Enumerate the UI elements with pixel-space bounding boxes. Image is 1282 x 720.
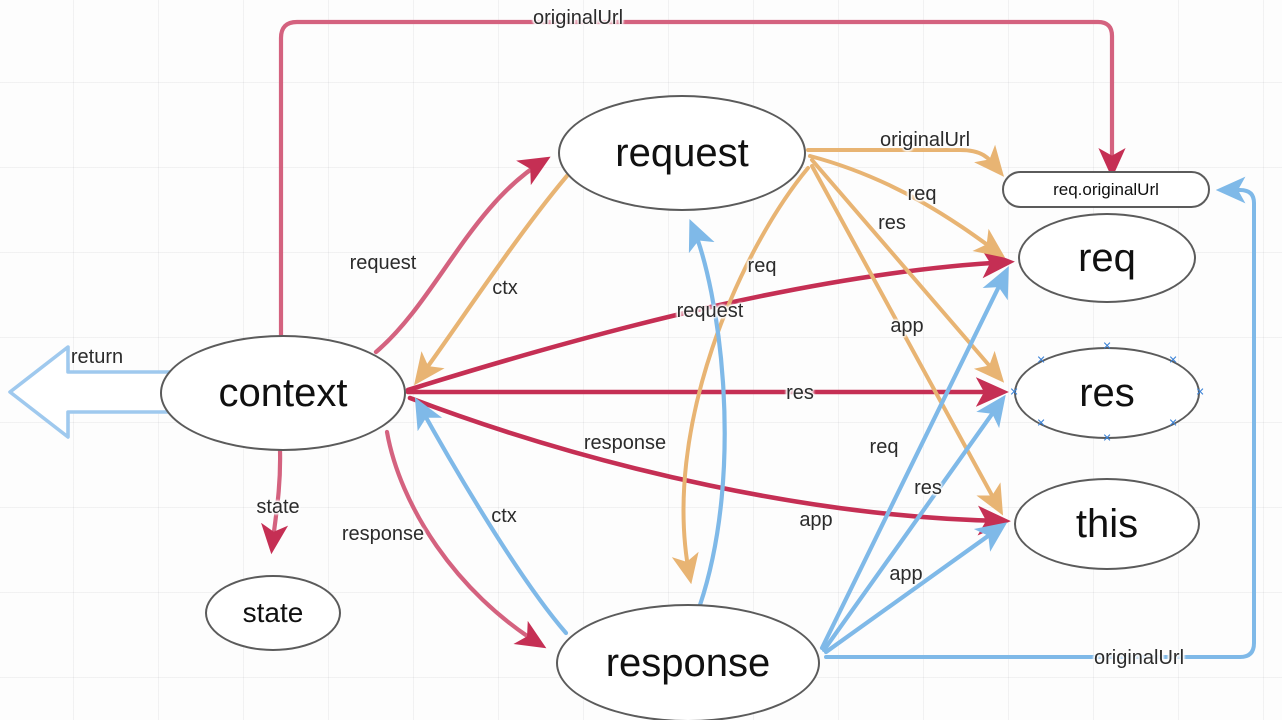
edge-context-response[interactable] (384, 429, 547, 649)
selection-handle-nw[interactable]: ✕ (1036, 354, 1046, 367)
edge-label-context-res: res (786, 382, 814, 404)
edge-label-request-originalurl: originalUrl (879, 129, 971, 151)
edge-label-context-response: response (341, 523, 425, 545)
edge-context-this[interactable] (407, 395, 1011, 536)
node-label-this: this (1075, 502, 1139, 546)
node-label-context: context (218, 371, 348, 415)
node-label-res: res (1079, 371, 1135, 415)
selection-handle-w[interactable]: ✕ (1009, 386, 1019, 399)
edge-label-return: return (70, 346, 124, 368)
edge-request-res[interactable] (810, 158, 1005, 383)
node-label-req-originalurl: req.originalUrl (1053, 180, 1159, 199)
selection-handle-s[interactable]: ✕ (1102, 432, 1112, 445)
node-request[interactable]: request (558, 95, 806, 211)
node-label-request: request (615, 131, 749, 175)
edge-label-context-req: req (747, 255, 777, 277)
edge-response-originalUrl[interactable] (824, 176, 1256, 659)
node-this[interactable]: this (1014, 478, 1200, 570)
selection-handle-e[interactable]: ✕ (1195, 386, 1205, 399)
edge-label-context-state: state (256, 496, 300, 518)
edge-context-req[interactable] (405, 248, 1015, 393)
edge-label-request-req: req (907, 183, 937, 205)
node-res[interactable]: res (1014, 347, 1200, 439)
edge-response-request[interactable] (688, 219, 727, 608)
edge-label-response-app: app (889, 563, 923, 585)
edge-context-originalUrl-top[interactable] (278, 19, 1126, 343)
edge-label-originalurl-bottom: originalUrl (1093, 647, 1185, 669)
node-req[interactable]: req (1018, 213, 1196, 303)
selection-handle-ne[interactable]: ✕ (1168, 354, 1178, 367)
edge-label-request-app: app (890, 315, 924, 337)
edge-response-res[interactable] (821, 394, 1006, 653)
node-state[interactable]: state (205, 575, 341, 651)
edge-label-originalurl-top: originalUrl (532, 7, 624, 29)
node-response[interactable]: response (556, 604, 820, 720)
node-context[interactable]: context (160, 335, 406, 451)
edge-label-request-res: res (878, 212, 906, 234)
edge-label-response-res: res (914, 477, 942, 499)
edge-label-ctx-request: ctx (492, 277, 518, 299)
edge-label-context-this: app (799, 509, 833, 531)
edge-response-req[interactable] (819, 266, 1009, 651)
edge-request-reqUrl[interactable] (806, 144, 1005, 177)
edge-request-context-ctx[interactable] (414, 167, 575, 386)
edge-request-this[interactable] (810, 164, 1004, 516)
edge-label-response-request: request (676, 300, 744, 322)
edge-response-context-ctx[interactable] (414, 397, 569, 636)
selection-handle-sw[interactable]: ✕ (1036, 417, 1046, 430)
edge-label-request-response: response (583, 432, 667, 454)
selection-handle-se[interactable]: ✕ (1168, 417, 1178, 430)
edge-context-state[interactable] (261, 447, 289, 555)
selection-handle-n[interactable]: ✕ (1102, 340, 1112, 353)
node-label-req: req (1078, 236, 1136, 280)
node-label-response: response (605, 641, 771, 685)
edge-request-req[interactable] (808, 154, 1006, 258)
edge-context-return[interactable] (8, 345, 174, 439)
edge-context-request[interactable] (373, 156, 551, 355)
edge-label-request-ctx: request (349, 252, 417, 274)
edge-label-ctx-response: ctx (491, 505, 517, 527)
edge-response-this[interactable] (823, 522, 1008, 655)
node-label-state: state (242, 597, 304, 628)
edge-label-response-req: req (869, 436, 899, 458)
edge-request-response[interactable] (671, 166, 810, 585)
node-req-originalurl[interactable]: req.originalUrl (1002, 171, 1210, 208)
